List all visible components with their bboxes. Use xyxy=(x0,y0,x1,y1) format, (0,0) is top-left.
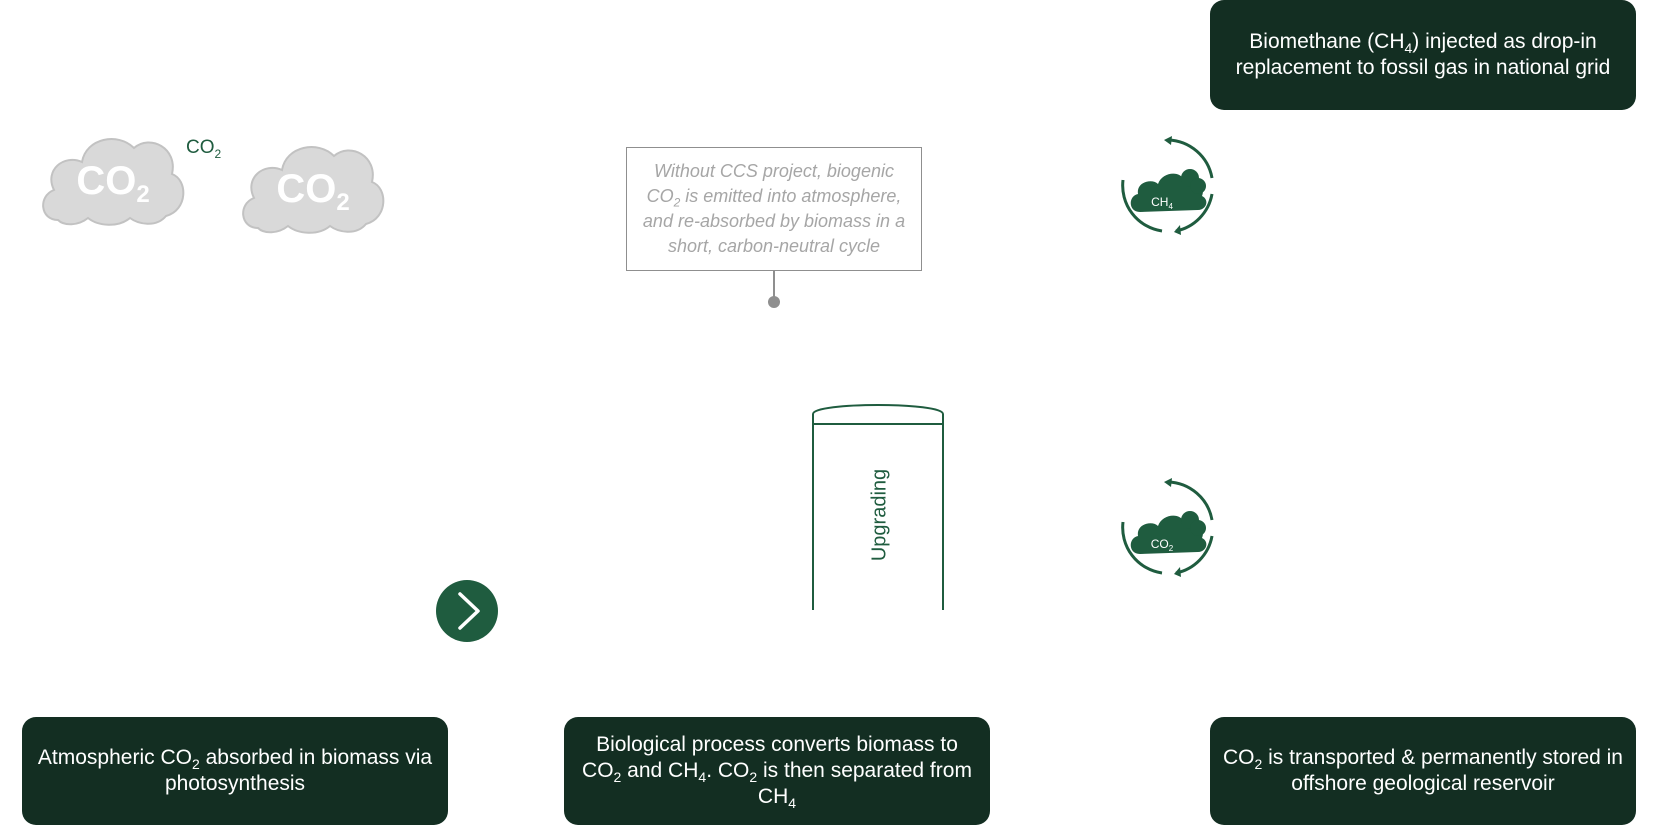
ch4-cycle-icon: CH4 xyxy=(1121,136,1214,235)
upgrading-label: Upgrading xyxy=(868,468,891,562)
biomethane-grid-box: Biomethane (CH4) injected as drop-in rep… xyxy=(1210,0,1636,110)
co2-storage-text: CO2 is transported & permanently stored … xyxy=(1223,746,1623,795)
co2-storage-box: CO2 is transported & permanently stored … xyxy=(1210,717,1636,825)
svg-text:CO2: CO2 xyxy=(276,167,349,216)
svg-text:CO2: CO2 xyxy=(76,159,149,208)
biological-text: Biological process converts biomass to C… xyxy=(582,733,972,812)
biomethane-text: Biomethane (CH4) injected as drop-in rep… xyxy=(1235,30,1611,79)
svg-text:CO2: CO2 xyxy=(1151,537,1174,553)
callout-stem xyxy=(773,271,775,301)
callout-anchor-dot xyxy=(768,296,780,308)
co2-cloud-left: CO2 xyxy=(42,138,185,226)
co2-cycle-icon: CO2 xyxy=(1121,478,1214,577)
upgrading-column-icon xyxy=(812,404,944,610)
callout-text: Without CCS project, biogenic CO2 is emi… xyxy=(642,161,906,256)
co2-cloud-right: CO2 xyxy=(242,146,385,234)
without-ccs-callout: Without CCS project, biogenic CO2 is emi… xyxy=(626,147,922,271)
biological-process-box: Biological process converts biomass to C… xyxy=(564,717,990,825)
co2-flow-label: CO2 xyxy=(186,137,222,161)
atmospheric-co2-box: Atmospheric CO2 absorbed in biomass via … xyxy=(22,717,448,825)
atmospheric-text: Atmospheric CO2 absorbed in biomass via … xyxy=(37,746,433,795)
chevron-right-icon xyxy=(458,592,480,630)
svg-text:CH4: CH4 xyxy=(1151,195,1173,211)
next-step-button[interactable] xyxy=(436,580,498,642)
